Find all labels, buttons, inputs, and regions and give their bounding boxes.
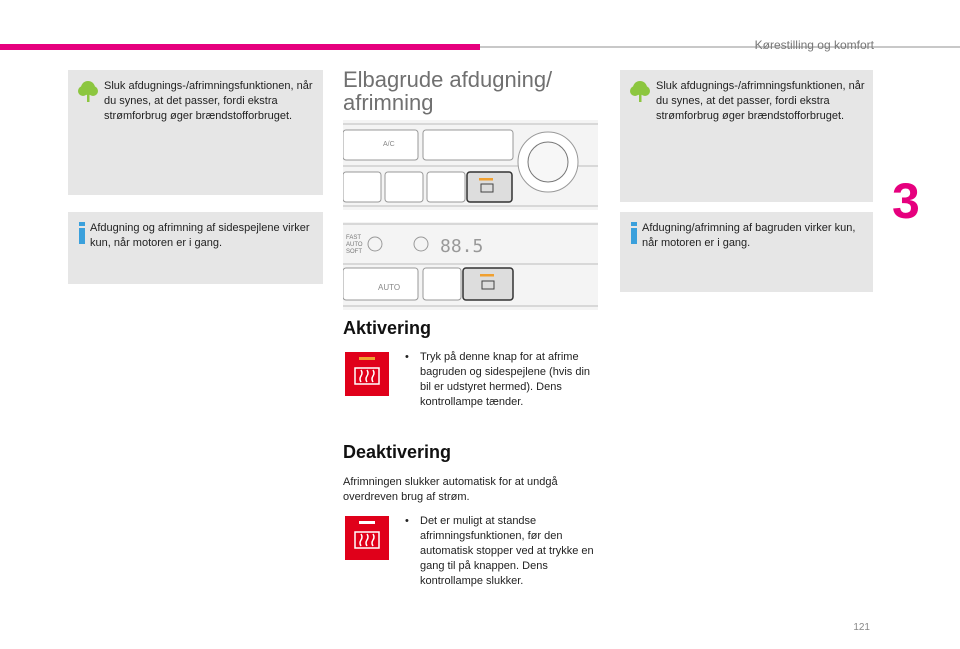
auto-label: AUTO [378,283,401,292]
eco-tree-icon [78,81,98,102]
info-note-box-right: Afdugning/afrimning af bagruden virker k… [620,212,873,292]
info-icon [79,222,85,244]
climate-panel-illustration-1 [343,120,598,210]
activation-bullet: • [405,351,409,363]
eco-note-box-right: Sluk afdugnings-/afrimningsfunktionen, n… [620,70,873,202]
header-accent-bar [0,44,480,50]
header-divider [480,46,960,48]
info-note-text: Afdugning og afrimning af sidespejlene v… [90,222,310,249]
rear-defrost-button-icon [345,352,389,396]
info-note-text: Afdugning/afrimning af bagruden virker k… [642,222,856,249]
chapter-number: 3 [892,173,920,229]
ac-label: A/C [383,141,395,148]
eco-note-box-left: Sluk afdugnings-/afrimningsfunktionen, n… [68,70,323,195]
activation-text: Tryk på denne knap for at afrime bagrude… [420,351,591,408]
page-number: 121 [853,622,870,633]
eco-note-text: Sluk afdugnings-/afrimningsfunktionen, n… [104,80,313,122]
info-note-box-left: Afdugning og afrimning af sidespejlene v… [68,212,323,284]
rear-defrost-button-off-icon [345,516,389,560]
climate-panel-illustration-2 [343,222,598,310]
eco-note-text: Sluk afdugnings-/afrimningsfunktionen, n… [656,80,865,122]
temp-readout: 88.5 [440,236,484,257]
page-title: Elbagrude afdugning/ afrimning [343,67,553,115]
eco-tree-icon [630,81,650,102]
deactivation-bullet: • [405,515,409,527]
deactivation-intro: Afrimningen slukker automatisk for at un… [343,476,558,503]
deactivation-heading: Deaktivering [343,442,452,462]
section-title: Kørestilling og komfort [754,38,874,52]
auto-soft-label: FAST AUTO SOFT [346,235,363,255]
deactivation-text: Det er muligt at standse afrimningsfunkt… [420,515,594,587]
info-icon [631,222,637,244]
activation-heading: Aktivering [343,318,432,338]
